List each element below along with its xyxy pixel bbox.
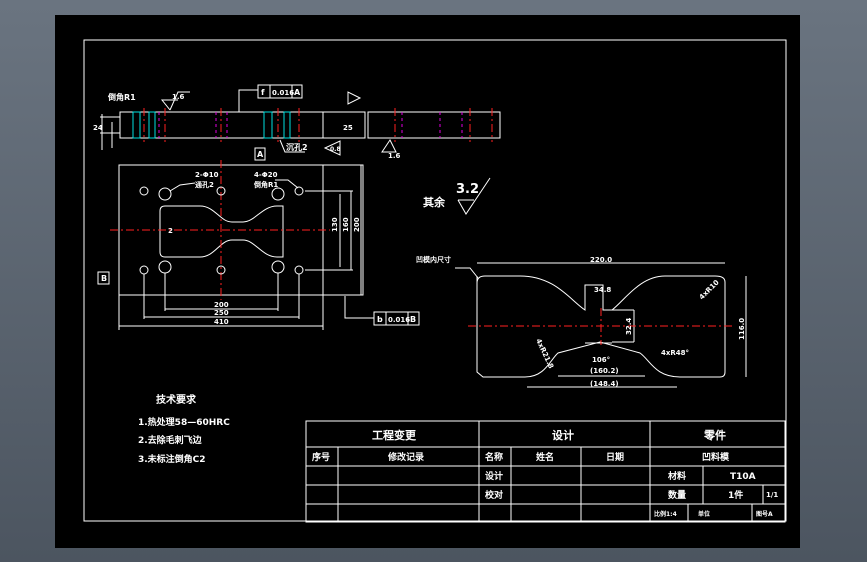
dim-160: 160 [342, 217, 350, 232]
qty-label: 数量 [668, 489, 686, 501]
scale-value: 比例1:4 [654, 510, 677, 518]
dim-160-2: (160.2) [590, 367, 619, 375]
thickness-dim: 25 [343, 124, 353, 132]
tol-symbol: f [261, 88, 265, 97]
cad-drawing: 倒角R1 1.6 f 0.016 A A 沉孔2 25 24 0.8 1.6 [83, 39, 787, 523]
top-view: 倒角R1 1.6 f 0.016 A A 沉孔2 25 24 0.8 1.6 [93, 84, 501, 161]
material-value: T10A [730, 472, 756, 482]
qty-value: 1件 [728, 489, 743, 501]
seq-label: 序号 [312, 451, 330, 463]
cavity-view: 220.0 34.8 32.4 116.0 4xR10 4xR21.8 106°… [416, 255, 747, 388]
tol2-value: 0.016 [388, 316, 410, 324]
other-roughness-value: 3.2 [456, 182, 479, 197]
tol-datum: A [294, 88, 301, 97]
material-label: 材料 [667, 470, 686, 482]
tech-item-1: 1.热处理58—60HRC [138, 416, 230, 428]
roughness-label-2: 1.6 [388, 152, 401, 160]
design-header: 设计 [552, 428, 574, 442]
row-design-label: 设计 [485, 470, 503, 482]
slot-note: 2 [168, 227, 173, 235]
dim-130: 130 [331, 217, 339, 232]
dim-250: 250 [214, 309, 229, 317]
eng-change-header: 工程变更 [372, 428, 417, 442]
page-value: 1/1 [766, 491, 778, 499]
tech-title: 技术要求 [156, 393, 197, 406]
depth-note: 沉孔2 [286, 142, 308, 152]
dim-200v: 200 [353, 217, 361, 232]
title-block: 工程变更 设计 零件 序号 修改记录 名称 姓名 日期 凹料模 设计 校对 材料… [305, 420, 786, 523]
record-label: 修改记录 [387, 451, 424, 463]
name-col-label: 名称 [485, 451, 503, 463]
hole-note-2b: 倒角R1 [253, 180, 278, 189]
hole-note-1b: 通孔2 [195, 180, 214, 189]
side-roughness: 0.8 [330, 146, 341, 153]
sign-label: 姓名 [535, 451, 554, 463]
datum-a: A [257, 150, 264, 159]
roughness-other: 其余 3.2 [423, 177, 491, 215]
date-label: 日期 [606, 451, 624, 463]
chamfer-radius: 4xR21.8 [534, 337, 555, 370]
dim-200: 200 [214, 301, 229, 309]
unit-label: 单位 [698, 510, 710, 518]
tol-value: 0.016 [272, 89, 294, 97]
width-dim: 220.0 [590, 256, 612, 264]
sheet-label: 图号A [756, 510, 773, 518]
neck-height-dim: 32.4 [625, 318, 633, 335]
tech-item-2: 2.去除毛刺飞边 [138, 434, 203, 446]
drawing-canvas: 倒角R1 1.6 f 0.016 A A 沉孔2 25 24 0.8 1.6 [55, 15, 800, 548]
roughness-label: 1.6 [172, 93, 185, 101]
hole-note-1a: 2-Φ10 [195, 171, 219, 179]
angle-dim: 106° [592, 356, 610, 364]
plate-view: 200 250 410 130 160 200 2-Φ10 通孔2 4-Φ20 … [97, 160, 420, 330]
part-header: 零件 [703, 428, 726, 442]
fillet-dim: 4xR48° [661, 349, 689, 357]
tech-item-3: 3.未标注倒角C2 [138, 453, 206, 465]
tol2-symbol: b [377, 315, 383, 324]
dim-410: 410 [214, 318, 229, 326]
height-dim: 116.0 [738, 318, 746, 340]
drawing-frame [83, 39, 787, 522]
tol2-datum: B [410, 315, 416, 324]
row-check-label: 校对 [485, 489, 503, 501]
chamfer-note: 倒角R1 [107, 92, 136, 102]
part-name: 凹料模 [702, 451, 730, 463]
neck-width-dim: 34.8 [594, 286, 611, 294]
cavity-note: 凹模内尺寸 [416, 255, 451, 264]
corner-radius: 4xR10 [698, 278, 721, 301]
other-label: 其余 [423, 195, 446, 209]
dim-148-4: (148.4) [590, 380, 619, 388]
hole-note-2a: 4-Φ20 [254, 171, 278, 179]
holes [139, 186, 304, 275]
tech-requirements: 技术要求 1.热处理58—60HRC 2.去除毛刺飞边 3.未标注倒角C2 [138, 393, 230, 465]
height-dim: 24 [93, 124, 103, 132]
datum-b: B [101, 274, 107, 283]
